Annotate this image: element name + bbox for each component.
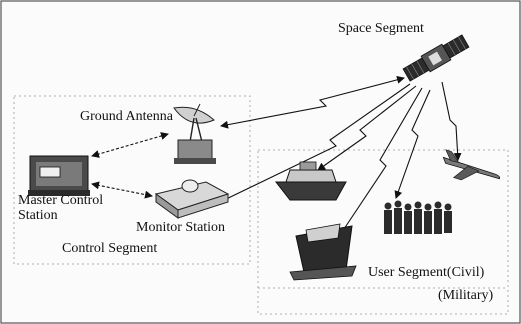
user-segment-box (257, 149, 509, 315)
link-satellite-ground-antenna (220, 75, 405, 129)
people-group-icon (384, 200, 452, 234)
control-segment-label: Control Segment (62, 241, 158, 256)
ground-antenna-icon (173, 103, 216, 164)
link-satellite-ship (337, 87, 423, 239)
link-satellite-monitor-station (219, 83, 411, 203)
space-segment-label: Space Segment (338, 21, 424, 36)
master-control-station-label: Master Control Station (18, 193, 104, 223)
link-master-ground-antenna (91, 132, 169, 158)
user-segment-military-label: (Military) (438, 288, 494, 303)
ground-antenna-label: Ground Antenna (80, 109, 173, 124)
user-segment-civil-label: User Segment(Civil) (368, 265, 485, 280)
satellite-links (219, 75, 462, 239)
monitor-station-label: Monitor Station (136, 220, 226, 235)
link-satellite-users (394, 89, 431, 199)
control-segment-box (13, 95, 251, 265)
boat-icon (274, 161, 347, 201)
link-satellite-airplane (441, 81, 462, 161)
link-master-monitor-station (91, 181, 153, 199)
link-satellite-boat (317, 85, 417, 171)
master-control-station-icon (28, 155, 90, 196)
monitor-station-icon (154, 179, 230, 219)
airplane-icon (442, 149, 501, 181)
ship-icon (289, 223, 357, 281)
control-links (91, 132, 169, 199)
satellite-icon (402, 34, 470, 82)
